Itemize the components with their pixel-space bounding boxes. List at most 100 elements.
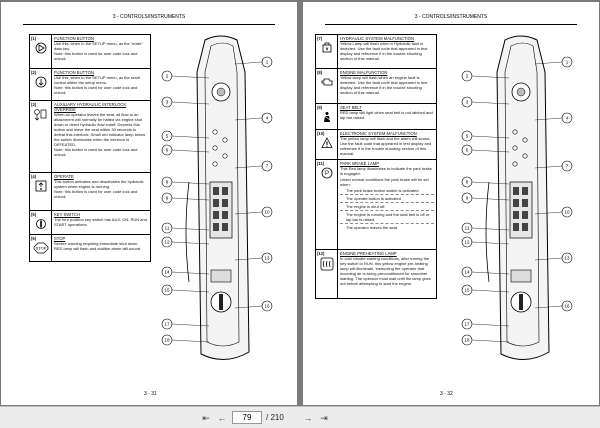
callout-leader <box>534 61 563 65</box>
indicator-lamp <box>212 161 218 167</box>
item-note: Note: this button is used for user code … <box>54 147 138 157</box>
callout-leader <box>171 271 210 275</box>
item-body: This button activates and deactivates th… <box>54 179 144 189</box>
panel-button <box>522 187 528 195</box>
last-page-icon[interactable]: ⇥ <box>320 413 328 423</box>
page-total: / 210 <box>266 413 284 422</box>
callout-leader <box>471 75 510 79</box>
lower-switch-block <box>510 269 532 283</box>
item-title: SEAT BELT <box>340 105 362 110</box>
next-page-icon[interactable]: → <box>303 413 313 423</box>
item-number: (6) <box>31 236 37 241</box>
callout-circle <box>461 318 473 330</box>
panel-button <box>513 223 519 231</box>
callout-label: 5 <box>166 134 169 139</box>
side-bracket <box>185 181 190 283</box>
aux-hydraulic-icon <box>33 109 46 121</box>
table-row: (8) ENGINE MALFUNCTION Yellow lamp will … <box>316 69 436 104</box>
item-body: RED lamp will light when seat belt is no… <box>340 110 433 120</box>
item-title: STOP <box>54 236 66 241</box>
page-header: 3 - CONTROLS/INSTRUMENTS <box>112 14 186 20</box>
callout-circle <box>161 96 173 108</box>
item-number: (5) <box>31 212 37 217</box>
item-title: OPERATE <box>54 174 74 179</box>
item-body: Yellow Lamp will flash when a Hydraulic … <box>340 41 428 61</box>
callout-circle <box>261 206 273 218</box>
callout-leader <box>234 117 263 121</box>
callout-circle <box>561 112 573 124</box>
page-number: 3 - 32 <box>440 391 453 397</box>
item-title: AUXILIARY HYDRAULIC INTERLOCK OVERRIDE <box>54 102 127 112</box>
indicator-lamp <box>512 161 518 167</box>
item-icon-cell: (9) <box>316 104 338 129</box>
callout-leader <box>471 149 510 153</box>
preheat-icon <box>320 257 333 271</box>
item-icon-cell: (1) <box>30 35 52 68</box>
callout-circle <box>461 176 473 188</box>
condition-item: The operator leaves the seat. <box>346 225 399 230</box>
callout-circle <box>161 284 173 296</box>
callout-circle <box>161 70 173 82</box>
item-icon-cell: (6) STOP <box>30 235 52 261</box>
controls-table-right: (7) HYDRAULIC SYSTEM MALFUNCTION Yellow … <box>315 34 437 299</box>
callout-label: 7 <box>266 164 269 169</box>
item-body: This Red lamp illuminates to indicate th… <box>340 166 432 176</box>
item-title: ENGINE PREHEATING LAMP <box>340 251 397 256</box>
item-icon-cell: (5) <box>30 211 52 234</box>
indicator-lamp <box>212 145 218 151</box>
previous-page-icon[interactable]: ← <box>217 413 227 423</box>
callout-label: 13 <box>264 256 270 261</box>
panel-inner-outline <box>204 42 240 347</box>
item-number: (2) <box>31 70 37 75</box>
callout-label: 4 <box>566 116 569 121</box>
callout-circle <box>461 236 473 248</box>
callout-label: 8 <box>466 180 469 185</box>
table-row: (6) STOP STOP Severe warning requiring i… <box>30 235 150 261</box>
indicator-lamp <box>222 153 228 159</box>
panel-button <box>222 199 228 207</box>
callout-circle <box>461 284 473 296</box>
header-rule <box>325 24 577 25</box>
item-number: (4) <box>31 174 37 179</box>
item-title: ENGINE MALFUNCTION <box>340 70 388 75</box>
callout-leader <box>471 197 510 201</box>
key-switch-icon <box>35 219 46 229</box>
table-row: (3) AUXILIARY HYDRAULIC INTERLOCK OVERRI… <box>30 101 150 173</box>
callout-leader <box>171 135 210 139</box>
item-note: Note: this button is used for user code … <box>54 85 138 95</box>
function-scroll-icon <box>35 76 46 88</box>
panel-button <box>213 187 219 195</box>
item-number: (10) <box>317 131 325 136</box>
controls-table-left: (1) FUNCTION BUTTON Use this, when in th… <box>29 34 151 262</box>
item-icon-cell: (8) <box>316 69 338 103</box>
item-body: Use this, when in the SETUP menu, as the… <box>54 75 141 85</box>
panel-button <box>222 187 228 195</box>
item-number: (11) <box>317 161 325 166</box>
callout-leader <box>471 227 510 231</box>
callout-label: 2 <box>466 74 469 79</box>
callout-circle <box>461 334 473 346</box>
callout-label: 18 <box>164 338 170 343</box>
callout-leader <box>171 101 210 105</box>
item-body: Yellow lamp will flash when an engine fa… <box>340 75 428 95</box>
callout-label: 10 <box>564 210 570 215</box>
item-title: FUNCTION BUTTON <box>54 70 94 75</box>
callout-label: 4 <box>266 116 269 121</box>
callout-leader <box>471 101 510 105</box>
item-note: Note: this button is used for user code … <box>54 189 138 199</box>
operate-icon <box>35 180 46 192</box>
first-page-icon[interactable]: ⇤ <box>202 413 210 423</box>
panel-button <box>222 223 228 231</box>
key-slot <box>219 294 223 310</box>
table-row: (1) FUNCTION BUTTON Use this, when in th… <box>30 35 150 69</box>
indicator-lamp <box>512 129 518 135</box>
callout-circle <box>161 222 173 234</box>
callout-label: 7 <box>566 164 569 169</box>
callout-label: 1 <box>566 60 569 65</box>
page-number-input[interactable]: 79 <box>232 411 262 424</box>
callout-label: 16 <box>564 304 570 309</box>
callout-leader <box>471 323 510 327</box>
panel-button <box>513 211 519 219</box>
